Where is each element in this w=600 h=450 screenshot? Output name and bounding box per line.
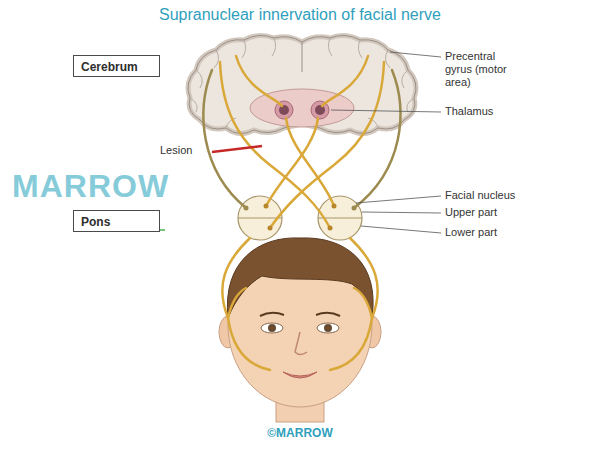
structure-label: Lower part <box>445 226 497 239</box>
lesion-mark <box>212 146 262 152</box>
label-box: Pons <box>73 210 160 232</box>
face <box>219 238 381 422</box>
box-label: Pons <box>81 215 110 229</box>
box-label: Cerebrum <box>81 60 138 74</box>
lesion-label: Lesion <box>160 144 192 157</box>
thalamus <box>275 101 329 119</box>
facial-nucleus <box>238 196 362 240</box>
facial-nerve <box>222 238 377 370</box>
corticobulbar-tract <box>203 56 400 231</box>
copyright-mark: ©MARROW <box>0 426 600 440</box>
watermark: MARROW <box>12 170 169 202</box>
leader-line <box>331 52 441 233</box>
diagram-title: Supranuclear innervation of facial nerve <box>0 5 600 24</box>
structure-label: Upper part <box>445 206 497 219</box>
structure-label: Facial nucleus <box>445 189 515 202</box>
structure-label: Thalamus <box>445 105 493 118</box>
structure-label: Precentral gyrus (motor area) <box>445 50 521 89</box>
label-box: Cerebrum <box>73 55 160 77</box>
